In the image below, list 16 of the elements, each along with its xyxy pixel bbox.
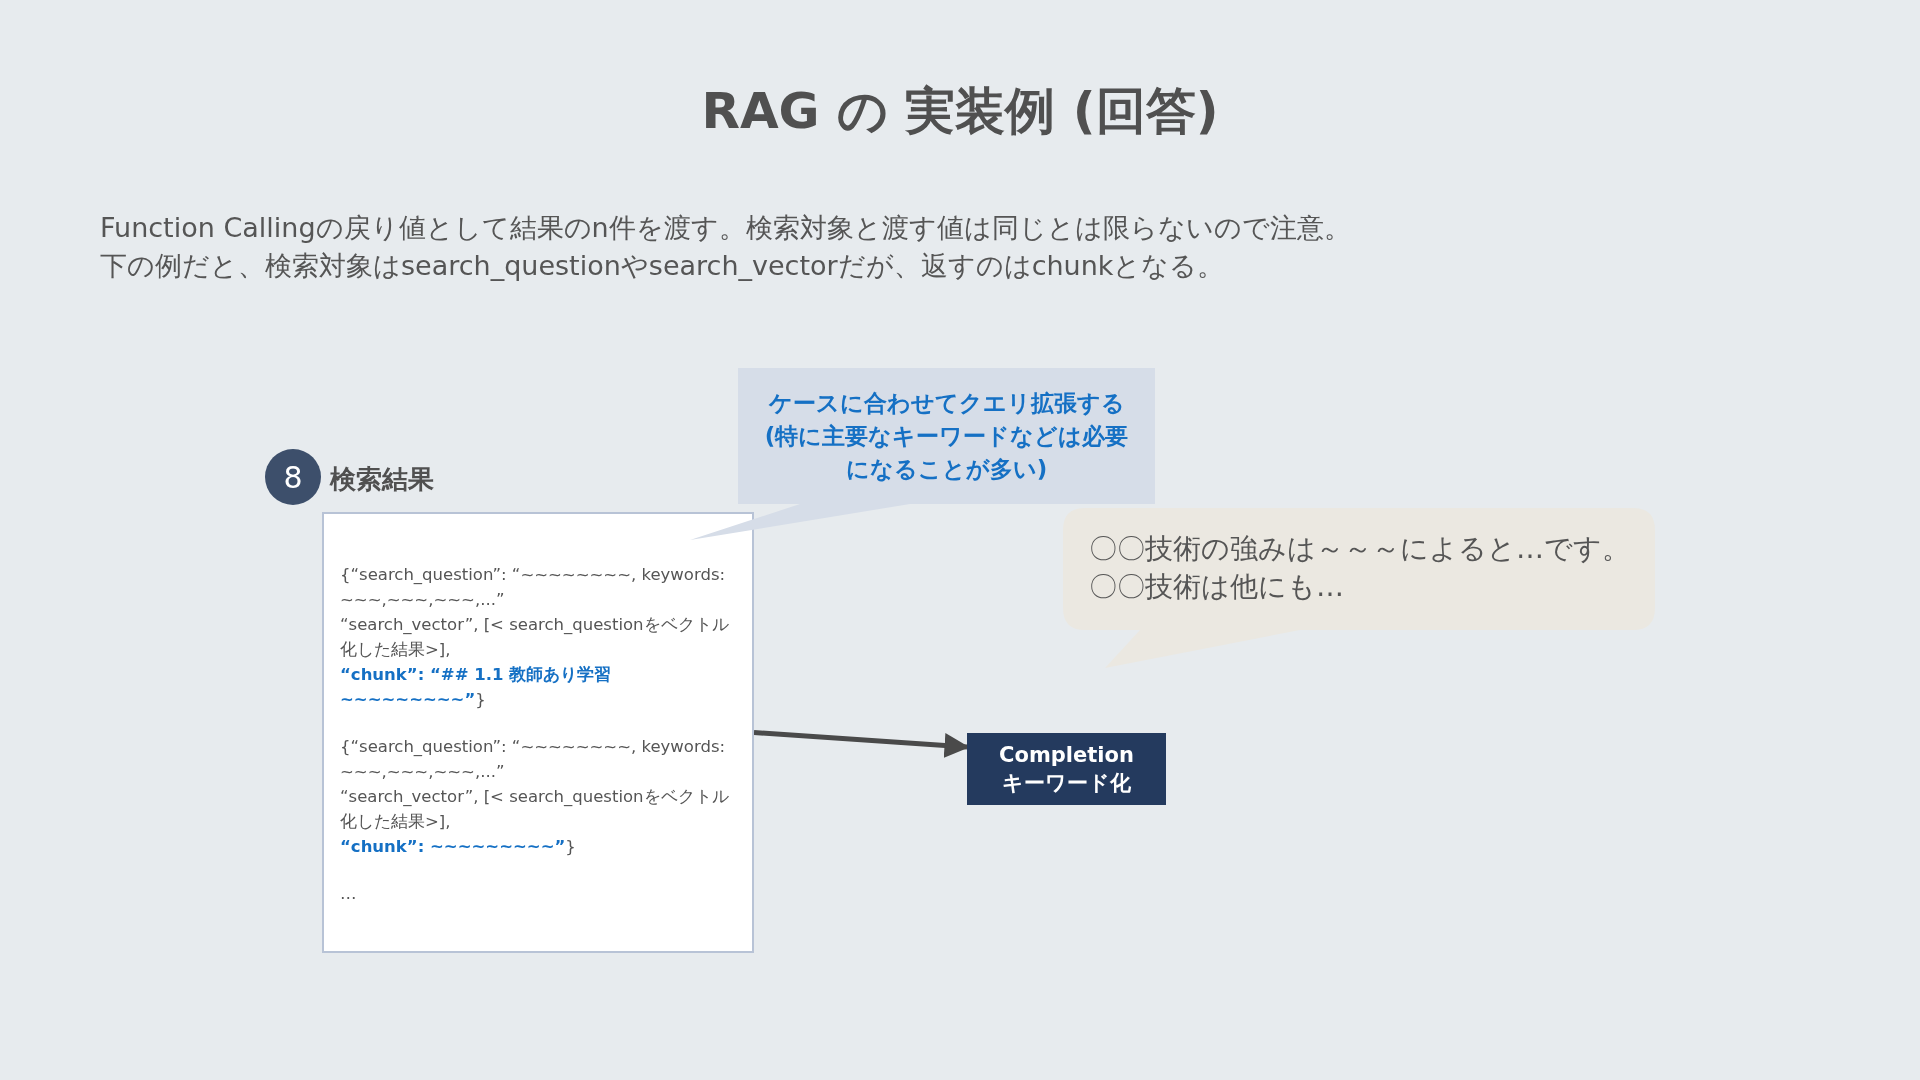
bubble-text: 〇〇技術の強みは～～～によると…です。: [1089, 531, 1630, 567]
code-line: “search_vector”, [< search_questionをベクトル化した結果>],: [340, 614, 730, 661]
callout-text: ケースに合わせてクエリ拡張する(特に主要なキーワードなどは必要になることが多い): [763, 388, 1130, 484]
code-line: …: [340, 883, 358, 905]
description-text: Function Callingの戻り値として結果のn件を渡す。検索対象と渡す値は同じとは限らないので注意。: [100, 211, 1351, 245]
code-line: {“search_question”: “~~~~~~~~, keywords: ~~~,~~~,~~~,...”: [340, 564, 727, 611]
bubble-text: 〇〇技術は他にも…: [1089, 569, 1345, 605]
card-heading: 検索結果: [330, 463, 434, 496]
slide-title: RAG の 実装例 (回答): [700, 81, 1220, 142]
code-line: “chunk”: “## 1.1 教師あり学習~~~~~~~~~”}: [340, 664, 613, 711]
description-text: 下の例だと、検索対象はsearch_questionやsearch_vectorだが、返すのはchunkとなる。: [100, 249, 1225, 283]
code-line: “search_vector”, [< search_questionをベクトル化した結果>],: [340, 786, 730, 833]
code-line: {“search_question”: “~~~~~~~~, keywords: ~~~,~~~,~~~,...”: [340, 736, 727, 783]
code-line: “chunk”: ~~~~~~~~~”}: [340, 836, 577, 858]
process-label: Completion キーワード化: [967, 733, 1166, 805]
number-badge: 8: [265, 449, 321, 505]
